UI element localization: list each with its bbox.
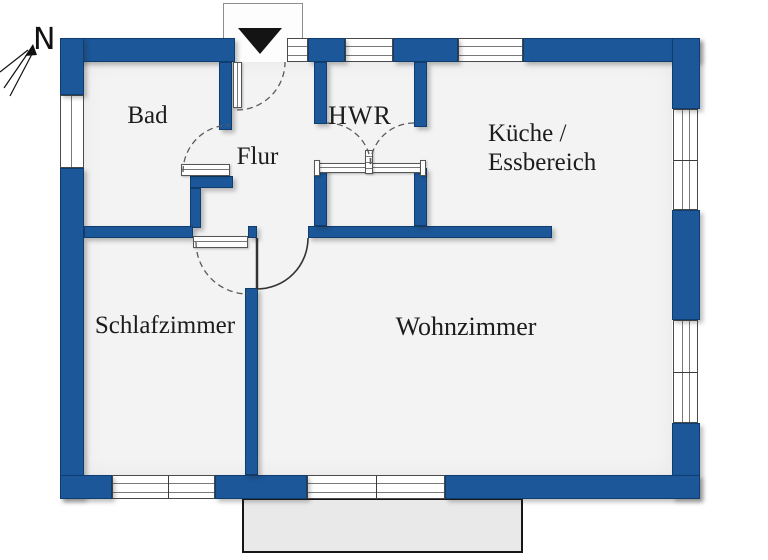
wall-schlaf-wohn-divider xyxy=(245,288,258,475)
entrance-door-leaf xyxy=(233,62,242,108)
outer-wall-bottom xyxy=(215,475,307,499)
window xyxy=(112,475,215,499)
wall-schlafzimmer-north xyxy=(248,226,257,238)
terrace-slab xyxy=(242,498,523,553)
window xyxy=(673,109,698,210)
outer-wall-left xyxy=(60,38,84,95)
wall-wohnzimmer-north xyxy=(308,226,552,238)
schlafzimmer-door-leaf xyxy=(193,236,248,248)
wall-schlafzimmer-north xyxy=(84,226,193,238)
room-label-flur: Flur xyxy=(236,143,279,170)
outer-wall-top xyxy=(60,38,235,62)
entrance-arrow-icon xyxy=(238,28,282,54)
room-label-hwr: HWR xyxy=(328,101,392,130)
wall-hwr-west xyxy=(314,62,327,124)
room-label-kueche-essbereich: Küche / Essbereich xyxy=(488,119,596,177)
wall-bad-east xyxy=(219,62,232,130)
wall-hwr-east xyxy=(414,62,427,127)
hwr-door-jamb xyxy=(314,160,320,176)
room-label-wohnzimmer: Wohnzimmer xyxy=(395,312,537,341)
room-label-kueche-line1: Küche / xyxy=(488,120,567,147)
window xyxy=(60,95,84,168)
hwr-door-jamb xyxy=(420,160,426,176)
window xyxy=(673,320,698,423)
wall-hwr-west xyxy=(314,168,327,226)
compass-north-label: N xyxy=(33,22,56,57)
room-label-schlafzimmer: Schlafzimmer xyxy=(94,312,236,339)
window xyxy=(287,38,308,62)
wall-bad-jog-horizontal xyxy=(190,176,233,188)
room-label-bad: Bad xyxy=(127,102,168,129)
outer-wall-left xyxy=(60,168,84,499)
outer-wall-bottom xyxy=(445,475,700,499)
outer-wall-right xyxy=(672,210,700,320)
outer-wall-top xyxy=(393,38,458,62)
wall-hwr-east xyxy=(414,168,427,226)
north-arrow-icon xyxy=(0,44,37,97)
room-label-kueche-line2: Essbereich xyxy=(488,149,597,176)
wall-bad-jog-vertical xyxy=(190,188,201,228)
outer-wall-top xyxy=(308,38,345,62)
window xyxy=(458,38,523,62)
window xyxy=(307,475,445,499)
hwr-door-center-mark xyxy=(365,150,373,174)
window xyxy=(345,38,393,62)
outer-wall-bottom xyxy=(60,475,112,499)
outer-wall-right xyxy=(672,38,700,109)
